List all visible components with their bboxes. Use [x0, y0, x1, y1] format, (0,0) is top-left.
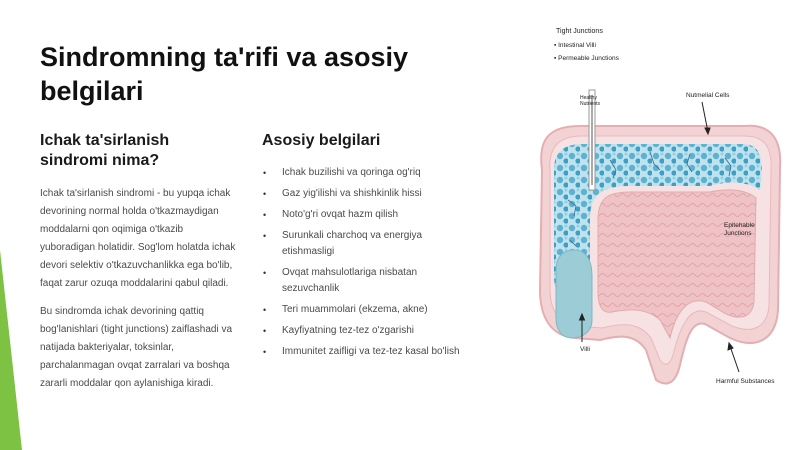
legend-item-villi: ▪ Intestinal Villi [554, 42, 596, 49]
epithelial-junctions-label: Epitehable Junctions [724, 222, 755, 237]
junction-lines [567, 151, 732, 247]
bullet-icon: • [263, 168, 267, 178]
symptom-item: •Kayfiyatning tez-tez o'zgarishi [262, 323, 472, 339]
bullet-icon: • [263, 326, 267, 336]
legend-title: Tight Junctions [556, 28, 603, 35]
symptom-item: •Immunitet zaifligi va tez-tez kasal bo'… [262, 344, 472, 360]
definition-column: Ichak ta'sirlanish sindromi nima? Ichak … [40, 131, 240, 403]
symptom-item: •Noto'g'ri ovqat hazm qilish [262, 207, 472, 223]
bullet-icon: • [263, 231, 267, 241]
cecum [555, 249, 593, 339]
symptoms-column: Asosiy belgilari •Ichak buzilishi va qor… [262, 131, 472, 365]
bullet-icon: • [263, 305, 267, 315]
definition-paragraph-2: Bu sindromda ichak devorining qattiq bog… [40, 306, 233, 389]
bullet-icon: • [263, 210, 267, 220]
symptom-item: •Surunkali charchoq va energiya etishmas… [263, 230, 423, 257]
villi-label: Villi [580, 346, 590, 353]
arrow-nutmelial [701, 101, 709, 133]
symptom-item: •Ovqat mahsulotlariga nisbatan sezuvchan… [263, 267, 418, 294]
legend-item-permeable: ▪ Permeable Junctions [554, 55, 619, 62]
arrow-harmful [729, 345, 740, 373]
slide-title: Sindromning ta'rifi va asosiy belgilari [40, 42, 409, 106]
intestine-illustration [538, 89, 782, 385]
symptom-item: •Gaz yig'ilishi va shishkinlik hissi [262, 186, 472, 202]
symptoms-heading: Asosiy belgilari [262, 132, 381, 149]
villi-layer [554, 144, 762, 304]
intestine-diagram: Tight Junctions ▪ Intestinal Villi ▪ Per… [520, 20, 790, 430]
bullet-icon: • [263, 189, 267, 199]
bullet-icon: • [263, 268, 267, 278]
lumen [597, 189, 757, 340]
definition-heading: Ichak ta'sirlanish sindromi nima? [40, 132, 170, 169]
definition-paragraph-1: Ichak ta'sirlanish sindromi - bu yupqa i… [40, 188, 236, 289]
accent-triangle [0, 250, 22, 450]
bullet-icon: • [263, 347, 267, 357]
healthy-nutrients-label: Healthy Nutrients [580, 95, 601, 107]
symptom-item: •Teri muammolari (ekzema, akne) [262, 302, 472, 318]
symptoms-list: •Ichak buzilishi va qoringa og'riq •Gaz … [262, 165, 472, 360]
symptom-item: •Ichak buzilishi va qoringa og'riq [262, 165, 472, 181]
harmful-substances-label: Harmful Substances [716, 378, 775, 385]
nutmelial-cells-label: Nutmelial Cells [686, 92, 730, 99]
